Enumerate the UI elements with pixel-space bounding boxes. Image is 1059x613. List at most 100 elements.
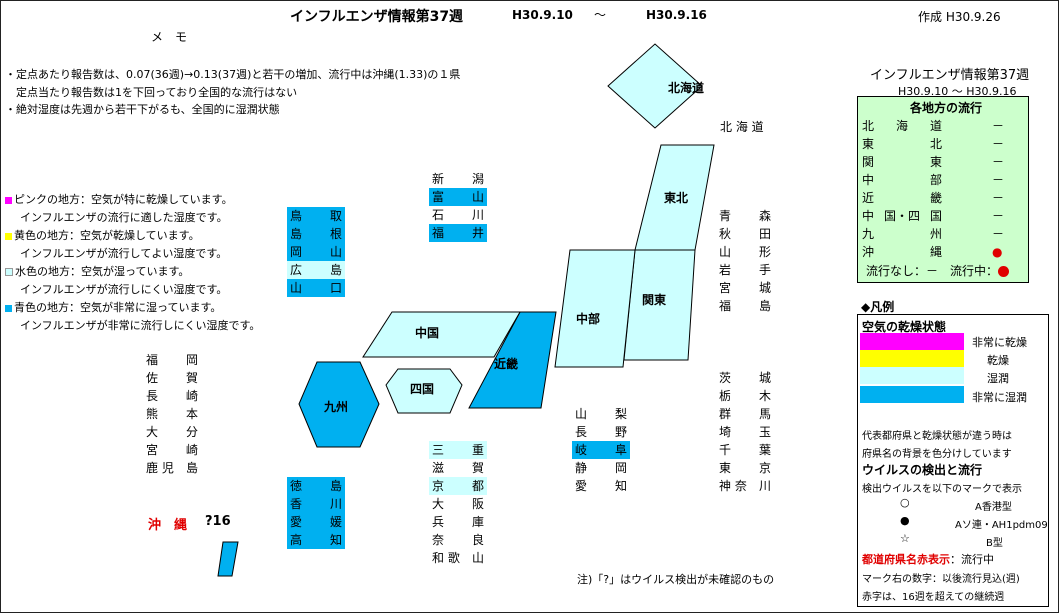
- pref-saitama: 埼玉: [719, 425, 771, 439]
- swatch-very-dry: [860, 333, 964, 350]
- created-date: 作成 H30.9.26: [918, 10, 1001, 24]
- region-chugoku[interactable]: [362, 311, 521, 358]
- region-status-title: 各地方の流行: [910, 101, 983, 115]
- humidity-note-blue: 青色の地方：空気が非常に湿っています。: [5, 299, 221, 315]
- pref-kochi: 高知: [287, 531, 345, 549]
- humidity-sub: インフルエンザが流行してよい湿度です。: [20, 247, 228, 260]
- pref-shimane: 島根: [287, 225, 345, 243]
- pref-hiroshima: 広島: [287, 261, 345, 279]
- pref-gunma: 群馬: [719, 407, 771, 421]
- region-label-shikoku: 四国: [410, 382, 435, 396]
- memo-line: ・絶対湿度は先週から若干下がるも、全国的に湿潤状態: [5, 103, 280, 116]
- pref-ibaraki: 茨城: [719, 371, 771, 385]
- region-chubu[interactable]: [554, 249, 636, 368]
- legend-title: ◆凡例: [861, 300, 895, 314]
- region-label-hokkaido: 北海道: [668, 81, 705, 95]
- pref-toyama: 富山: [429, 188, 487, 206]
- okinawa-mark: ?16: [205, 514, 231, 529]
- region-kyushu[interactable]: [298, 361, 380, 448]
- swatch-humid: [860, 367, 964, 384]
- legend-note: 代表都府県と乾燥状態が違う時は: [862, 431, 1012, 442]
- pref-nagasaki: 長崎: [146, 389, 198, 403]
- humidity-note-cyan: 水色の地方：空気が湿っています。: [5, 263, 189, 279]
- region-status-row: 九州－: [862, 227, 1005, 241]
- pref-yamanashi: 山梨: [575, 407, 627, 421]
- pref-fukushima: 福島: [719, 299, 771, 313]
- region-status-row: 中国・四国－: [862, 209, 1005, 223]
- pref-osaka: 大阪: [432, 497, 484, 511]
- pref-oita: 大分: [146, 425, 198, 439]
- pref-gifu: 岐阜: [572, 441, 630, 459]
- mark-label: B型: [986, 538, 1003, 549]
- region-label-kinki: 近畿: [494, 357, 519, 371]
- pref-aomori: 青森: [719, 209, 771, 223]
- pref-kanagawa: 神 奈川: [719, 479, 771, 493]
- mark-symbol: ☆: [900, 532, 910, 545]
- virus-note: 注)「?」はウイルス検出が未確認のもの: [577, 573, 775, 586]
- pref-aichi: 愛知: [575, 479, 627, 493]
- region-label-tohoku: 東北: [664, 191, 689, 205]
- virus-sub: 検出ウイルスを以下のマークで表示: [862, 484, 1022, 495]
- pref-miyagi: 宮城: [719, 281, 771, 295]
- pref-nagano: 長野: [575, 425, 627, 439]
- region-status-row: 近畿－: [862, 191, 1005, 205]
- panel-dates: H30.9.10 ～ H30.9.16: [898, 85, 1017, 98]
- pref-chiba: 千葉: [719, 443, 771, 457]
- region-shikoku[interactable]: [385, 368, 463, 414]
- virus-title: ウイルスの検出と流行: [862, 463, 983, 477]
- pref-niigata: 新潟: [432, 172, 484, 186]
- humidity-sub: インフルエンザが非常に流行しにくい湿度です。: [20, 319, 261, 332]
- num-note: マーク右の数字：以後流行見込(週): [862, 574, 1020, 585]
- humidity-note-pink: ピンクの地方：空気が特に乾燥しています。: [5, 191, 233, 207]
- date-tilde: ～: [594, 8, 607, 22]
- mark-label: Aソ連・AH1pdm09: [955, 520, 1048, 531]
- region-status-row: 中部－: [862, 173, 1005, 187]
- pref-nara: 奈良: [432, 533, 484, 547]
- pref-kagawa: 香川: [287, 495, 345, 513]
- region-status-row: 関東－: [862, 155, 1005, 169]
- region-okinawa[interactable]: [217, 541, 239, 577]
- region-kinki[interactable]: [468, 311, 557, 409]
- active-dot: [998, 266, 1010, 277]
- pref-miyazaki: 宮崎: [146, 443, 198, 457]
- panel-title: インフルエンザ情報第37週: [870, 68, 1030, 83]
- memo-title: メ モ: [151, 30, 188, 44]
- region-label-chubu: 中部: [576, 312, 601, 326]
- pref-okinawa: 沖 縄: [148, 518, 188, 533]
- swatch-very-humid: [860, 386, 964, 403]
- date-to: H30.9.16: [646, 8, 707, 22]
- pref-tottori: 鳥取: [287, 207, 345, 225]
- red-continue-note: 赤字は、16週を超えての継続週: [862, 592, 1005, 603]
- pref-saga: 佐賀: [146, 371, 198, 385]
- pref-wakayama: 和 歌山: [432, 551, 484, 565]
- region-label-kanto: 関東: [642, 293, 667, 307]
- pref-tokushima: 徳島: [287, 477, 345, 495]
- pref-kyoto: 京都: [429, 477, 487, 495]
- page-title: インフルエンザ情報第37週: [290, 9, 464, 25]
- pref-akita: 秋田: [719, 227, 771, 241]
- mark-symbol: ●: [900, 514, 910, 527]
- memo-line: ・定点あたり報告数は、0.07(36週)→0.13(37週)と若干の増加、流行中…: [5, 68, 461, 81]
- pref-fukuoka: 福岡: [146, 353, 198, 367]
- legend-subtitle: 空気の乾燥状態: [862, 320, 947, 334]
- pref-kumamoto: 熊本: [146, 407, 198, 421]
- pref-shiga: 滋賀: [432, 461, 484, 475]
- pref-iwate: 岩手: [719, 263, 771, 277]
- pref-ehime: 愛媛: [287, 513, 345, 531]
- pref-fukui: 福井: [429, 224, 487, 242]
- mark-label: A香港型: [975, 502, 1012, 513]
- mark-symbol: ○: [900, 496, 910, 509]
- swatch-label: 非常に湿潤: [972, 391, 1027, 404]
- pref-yamaguchi: 山口: [287, 279, 345, 297]
- region-status-row: 東北－: [862, 137, 1005, 151]
- region-hokkaido[interactable]: [607, 43, 703, 129]
- region-status-table: [857, 96, 1029, 283]
- swatch-label: 非常に乾燥: [972, 336, 1027, 349]
- legend-box: [857, 314, 1049, 607]
- pref-hyogo: 兵庫: [432, 515, 484, 529]
- memo-line: 定点当たり報告数は1を下回っており全国的な流行はない: [5, 86, 298, 99]
- pref-kagoshima: 鹿 児島: [146, 461, 198, 475]
- pref-mie: 三重: [429, 441, 487, 459]
- red-note: 都道府県名赤表示：流行中: [862, 553, 994, 566]
